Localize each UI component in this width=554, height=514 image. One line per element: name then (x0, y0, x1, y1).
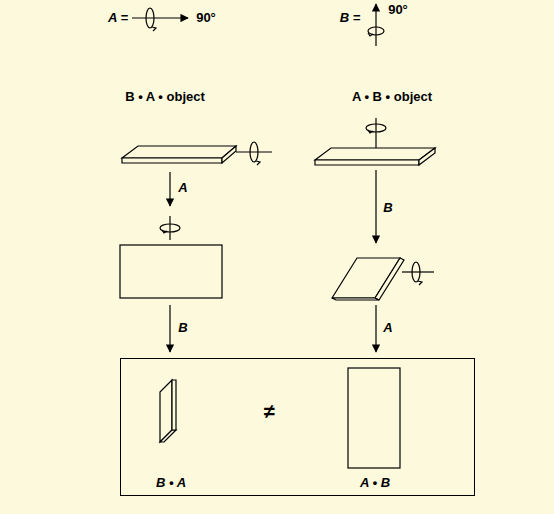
result-label: B • A (156, 476, 186, 490)
rotation-loop (366, 124, 386, 132)
rotation-loop (146, 8, 154, 28)
rotation-loop (368, 27, 384, 35)
step-arrow (169, 172, 170, 206)
rotation-tick (162, 230, 167, 233)
rotation-tick (368, 33, 373, 36)
rotation-axis (375, 118, 376, 148)
rotation-tick (152, 27, 156, 31)
sequence-title: A • B • object (352, 90, 432, 104)
rotation-loop (160, 224, 180, 232)
rotation-name: B = (340, 11, 361, 25)
rotation-axis (402, 271, 434, 272)
plate (332, 258, 404, 300)
rotation-tick (256, 161, 260, 165)
step-label: A (178, 181, 187, 195)
step-arrow (375, 170, 376, 243)
axis-arrow (375, 4, 376, 46)
rotation-tick (368, 130, 373, 133)
plate (120, 245, 222, 298)
not-equal-sign: ≠ (264, 400, 275, 422)
angle-label: 90° (196, 11, 216, 25)
step-label: A (383, 321, 392, 335)
rotation-axis (236, 151, 272, 152)
axis-arrow (132, 17, 188, 18)
step-arrow (375, 305, 376, 352)
sequence-title: B • A • object (125, 90, 205, 104)
step-label: B (178, 321, 187, 335)
result-label: A • B (360, 476, 390, 490)
rotation-loop (412, 262, 420, 282)
rotation-axis (169, 216, 170, 240)
result-box: ≠ B • A A • B (120, 358, 475, 496)
plate (348, 368, 400, 468)
plate (160, 380, 176, 442)
step-arrow (169, 305, 170, 352)
angle-label: 90° (388, 3, 408, 17)
plate (315, 148, 435, 165)
plate (122, 146, 236, 163)
rotation-name: A = (108, 11, 128, 25)
rotation-loop (250, 142, 258, 162)
step-label: B (383, 201, 392, 215)
rotation-tick (418, 281, 422, 285)
